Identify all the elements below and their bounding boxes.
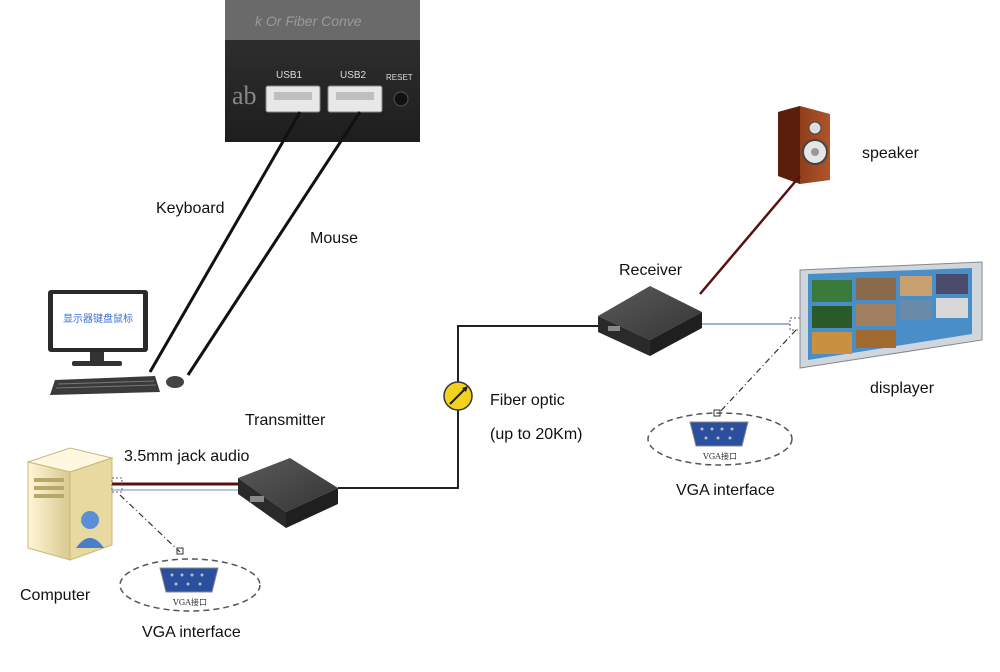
keyboard — [50, 376, 160, 395]
displayer-label: displayer — [870, 380, 935, 397]
jack-audio-label: 3.5mm jack audio — [124, 448, 250, 465]
receiver-label: Receiver — [619, 262, 683, 279]
vga-port-right: VGA接口 — [647, 412, 793, 466]
fiber-optic-label: Fiber optic — [490, 392, 565, 409]
display-monitor — [799, 261, 983, 369]
computer-tower — [26, 447, 114, 561]
transmitter-label: Transmitter — [245, 412, 326, 429]
keyboard-label: Keyboard — [156, 200, 225, 217]
keyboard-cable — [148, 111, 302, 373]
vga-port-left: VGA接口 — [119, 558, 261, 612]
fiber-optic-icon — [443, 381, 473, 411]
fiber-range-label: (up to 20Km) — [490, 426, 583, 443]
transmitter-box — [238, 458, 338, 528]
mouse-label: Mouse — [310, 230, 359, 247]
vga-interface-left-label: VGA interface — [142, 624, 241, 641]
panel-banner-text: k Or Fiber Conve — [255, 13, 362, 29]
speaker — [778, 106, 830, 184]
vga-pointer-right — [717, 329, 797, 415]
usb2-label: USB2 — [340, 70, 367, 81]
reset-label: RESET — [386, 73, 413, 82]
usb-panel: k Or Fiber Conve ab USB1 USB2 RESET — [225, 0, 420, 142]
vga-caption-left: VGA接口 — [172, 597, 207, 607]
monitor-screen-text: 显示器键盘鼠标 — [63, 312, 133, 325]
receiver-box — [598, 286, 702, 356]
vga-caption-right: VGA接口 — [702, 451, 737, 461]
speaker-cable — [699, 175, 801, 295]
mouse-device — [166, 376, 184, 388]
usb1-label: USB1 — [276, 70, 303, 81]
reset-button — [393, 91, 409, 107]
vga-pointer-left — [119, 494, 181, 553]
panel-logo-fragment: ab — [232, 81, 257, 110]
vga-interface-right-label: VGA interface — [676, 482, 775, 499]
monitor: 显示器键盘鼠标 — [48, 290, 148, 366]
computer-label: Computer — [20, 587, 91, 604]
speaker-label: speaker — [862, 145, 919, 162]
mouse-cable — [186, 111, 362, 376]
